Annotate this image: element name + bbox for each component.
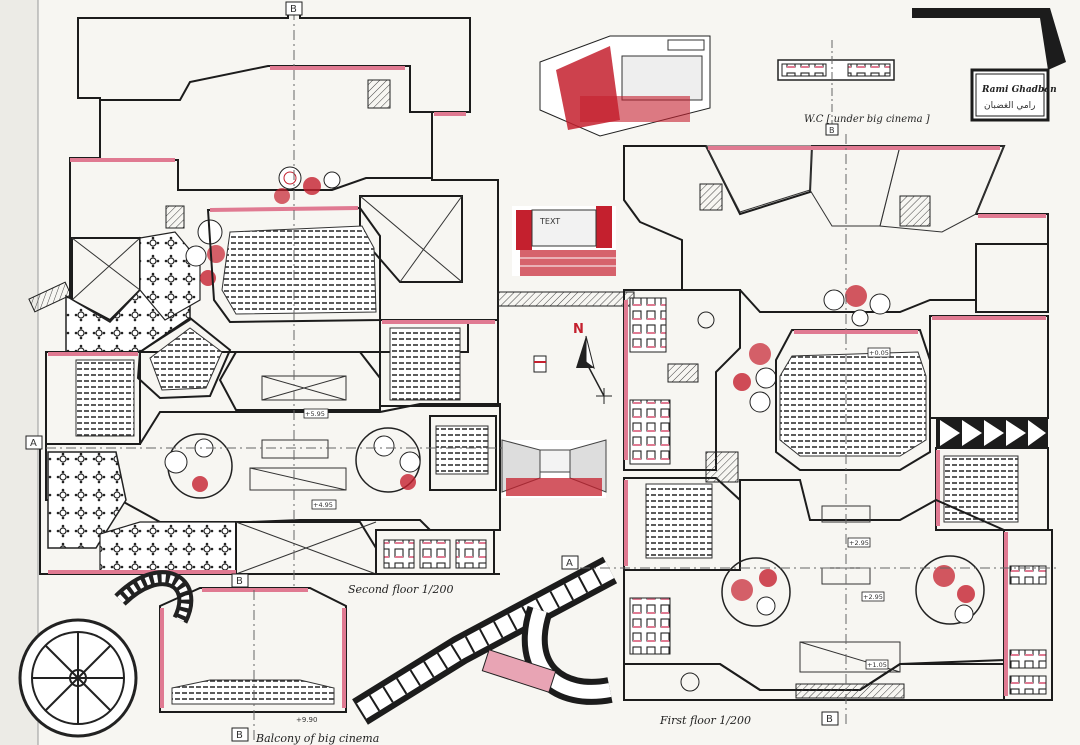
section-b-first-bottom-label: B: [826, 714, 833, 725]
sketch-auditorium-view: [501, 439, 607, 498]
wc-section-title: W.C [ under big cinema ]: [804, 114, 930, 125]
planter-octagon-first-left: [721, 557, 791, 627]
first-floor-main-hall: [775, 329, 931, 471]
cafe-seating-bottom: [99, 521, 237, 575]
booth-seating-upper: [629, 297, 667, 353]
section-b-balcony-label: B: [236, 730, 243, 741]
triangle-frieze: [936, 418, 1048, 448]
first-floor-left-hall-seating: [645, 483, 713, 559]
section-b-wc-label: B: [829, 126, 835, 135]
booth-seating-mid: [629, 399, 671, 465]
film-strip-decoration: [352, 556, 618, 725]
table-symbol-2: [680, 672, 700, 692]
cafe-seating-lower: [47, 451, 127, 549]
entrance-steps: [795, 683, 905, 699]
sketch-cinema-interior-top: [539, 35, 711, 137]
sketch-stage-screen: TEXT: [512, 206, 616, 276]
lobby-void-center: [261, 439, 329, 459]
level-tag-6: +0.05: [869, 349, 889, 357]
booth-seating-lower: [629, 597, 671, 655]
second-floor-office: [99, 65, 433, 191]
planter-group-top: [274, 166, 341, 204]
section-a-left-label: A: [30, 438, 37, 449]
svg-text:TEXT: TEXT: [539, 217, 560, 226]
section-a-mid-label: A: [566, 558, 573, 569]
table-symbol-1: [697, 311, 715, 329]
author-name-arabic: رامي الغضبان: [984, 101, 1036, 111]
first-floor-office-right: [975, 243, 1049, 313]
first-floor-stair-right: [899, 195, 931, 227]
first-floor-plan: B A +2.95 +2.95 +1.05 +0.05: [561, 134, 1060, 726]
level-tag-5: +1.05: [867, 661, 887, 669]
stair-upper: [367, 79, 391, 109]
first-floor-right-hall-seating: [943, 455, 1019, 523]
cafe-seating-top: [139, 231, 201, 321]
lobby-octagon-top: [218, 351, 381, 411]
big-cinema-seating: [221, 225, 377, 315]
cinema-hall-right-lower: [429, 415, 497, 491]
stair-left-small: [165, 205, 185, 229]
paper-left-edge: [0, 0, 38, 745]
level-tag-3: +2.95: [849, 539, 869, 547]
level-tag-2: +4.95: [313, 501, 333, 509]
balcony-plan: B +9.90: [159, 587, 347, 742]
level-tag-7: +9.90: [296, 716, 317, 724]
first-floor-left-wing: [623, 289, 741, 471]
first-floor-stair-top: [699, 183, 723, 211]
first-floor-stair-mid: [705, 451, 739, 483]
level-tag-1: +5.95: [305, 410, 325, 418]
connecting-bridge: [497, 291, 635, 307]
author-title-block: Rami Ghadban رامي الغضبان: [912, 8, 1066, 122]
lobby-void-lower: [249, 467, 347, 491]
balcony-title: Balcony of big cinema: [255, 732, 379, 745]
level-tag-4: +2.95: [863, 593, 883, 601]
planter-group-first-left: [733, 343, 777, 413]
film-reel-decoration: [18, 570, 194, 738]
section-b-bottom-label: B: [236, 576, 243, 587]
first-floor-bottom: [623, 663, 1005, 701]
first-floor-title: First floor 1/200: [659, 714, 751, 727]
wc-section-plan: B: [777, 40, 895, 136]
lobby-lower-void: [799, 641, 901, 673]
author-name-latin: Rami Ghadban: [981, 85, 1057, 95]
bridge-left: [28, 281, 72, 313]
second-floor-title: Second floor 1/200: [348, 583, 454, 596]
lobby-top-void: [261, 375, 347, 401]
sketch-popcorn: [533, 355, 547, 373]
first-floor-stair-left: [667, 363, 699, 383]
first-floor-main-hall-seating: [779, 351, 927, 457]
planter-group-first-top: [823, 285, 891, 327]
cinema-hall-left: [136, 316, 232, 400]
cinema-hall-right-lower-seating: [435, 425, 489, 475]
cinema-hall-right-seating: [389, 327, 461, 401]
cinema-hall-far-left-seating: [75, 359, 135, 437]
section-b-top-label: B: [290, 4, 297, 15]
cinema-hall-left-seating: [149, 327, 223, 391]
second-floor-plan: B B A +5.95 +4.95: [25, 1, 510, 590]
north-arrow: N: [573, 322, 612, 404]
north-label: N: [573, 322, 584, 337]
planter-octagon-first-right: [915, 555, 985, 625]
